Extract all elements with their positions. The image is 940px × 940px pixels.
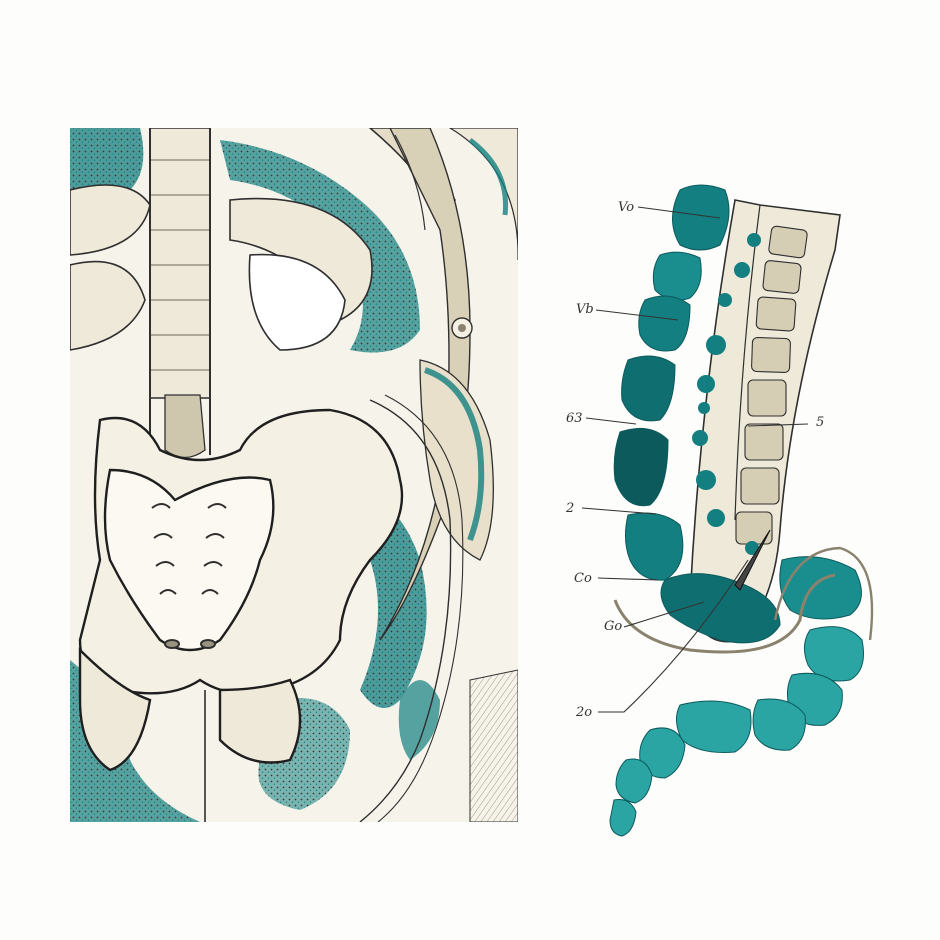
vertebral-discs [735,225,808,545]
probe-instrument [734,529,771,591]
side-structures [359,128,518,822]
label-go: Go [604,619,622,634]
label-co: Co [574,571,592,586]
figure-labels: Vo Vb 63 5 2 Co Go 2o [565,200,824,720]
sacral-foramina [151,503,227,649]
label-vb: Vb [576,302,594,317]
vertebral-column [149,128,211,459]
spine-illustration [609,184,874,837]
label-2: 2 [565,501,574,516]
label-63: 63 [566,411,583,426]
label-5: 5 [816,415,824,430]
pelvis-bone [78,408,404,772]
leader-lines [581,206,809,713]
pelvis-illustration-panel [70,128,518,822]
inner-teal-marks [692,233,761,555]
label-vo: Vo [618,200,634,215]
teal-vertebrae [609,184,864,837]
label-2o: 2o [575,705,592,720]
